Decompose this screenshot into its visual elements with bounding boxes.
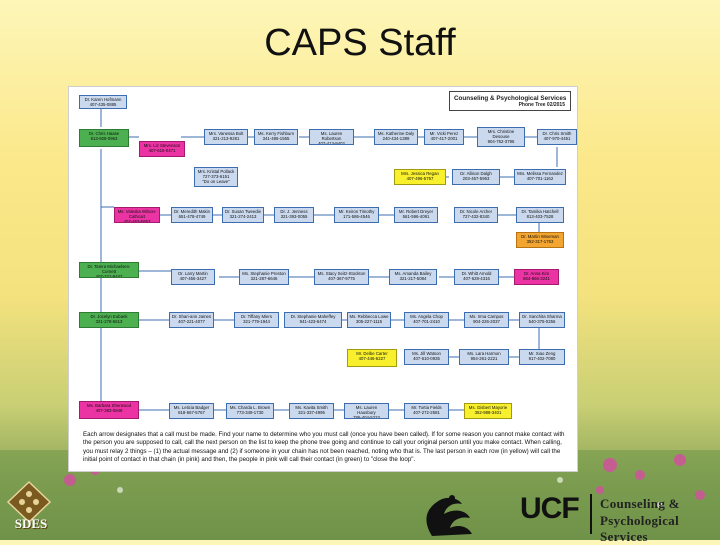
pegasus-icon xyxy=(426,495,472,536)
header-title: Counseling & Psychological Services xyxy=(454,95,567,102)
ucf-wordmark: UCF xyxy=(520,492,580,525)
sdes-logo xyxy=(6,480,52,524)
phone-tree-panel: Counseling & Psychological Services Phon… xyxy=(68,86,578,472)
caps-logo-line2: Psychological Services xyxy=(600,513,680,544)
header-subtitle: Phone Tree 02/2015 xyxy=(518,102,565,108)
instructions-text: Each arrow designates that a call must b… xyxy=(83,431,565,464)
logo-divider xyxy=(590,494,592,534)
caps-logo-line1: Counseling & xyxy=(600,496,680,511)
sdes-logo-text: SDES xyxy=(14,516,48,531)
phone-tree-header: Counseling & Psychological Services Phon… xyxy=(449,91,571,111)
slide-title: CAPS Staff xyxy=(264,22,456,64)
ucf-caps-logo: UCF Counseling & Psychological Services xyxy=(392,490,718,544)
